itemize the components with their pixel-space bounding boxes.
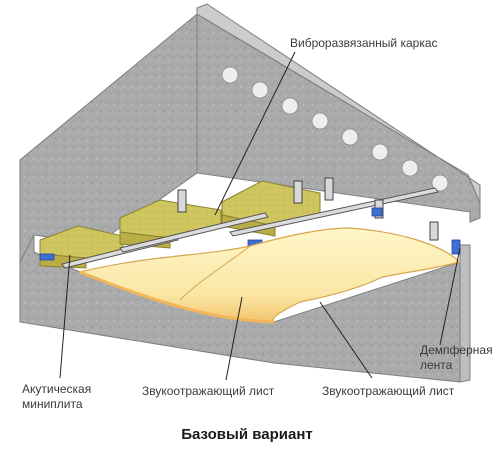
label-damper-tape-line1: Демпферная	[420, 343, 493, 357]
sheet-wave	[179, 245, 251, 301]
concrete-wall-right	[459, 244, 471, 383]
label-damper-tape-line2: лента	[420, 358, 453, 372]
leader-lines	[59, 51, 461, 381]
hollow-core-slab	[196, 3, 481, 204]
vibro-frame-profiles	[61, 187, 439, 269]
label-sound-sheet-2: Звукоотражающий лист	[322, 384, 455, 398]
diagram-caption: Базовый вариант	[181, 426, 313, 443]
damper-tape	[39, 207, 461, 261]
label-acoustic-wool-line1: Акутическая	[22, 382, 92, 396]
sheet-edge	[79, 270, 275, 324]
label-vibro-frame: Виброразвязанный каркас	[290, 36, 438, 50]
slab-hollows	[221, 66, 449, 192]
label-acoustic-wool-line2: миниплита	[22, 397, 83, 411]
label-sound-sheet-1: Звукоотражающий лист	[142, 384, 275, 398]
